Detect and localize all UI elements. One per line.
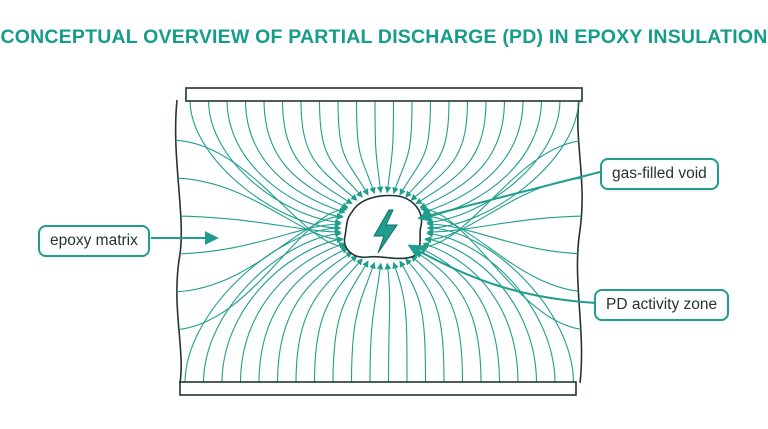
bottom-electrode <box>179 381 577 396</box>
field-line <box>313 258 363 383</box>
field-line <box>189 100 342 232</box>
slab-right-edge <box>576 99 583 384</box>
field-line <box>422 242 519 383</box>
field-line <box>332 260 369 383</box>
field-line <box>426 215 583 236</box>
field-line <box>420 139 583 251</box>
electric-field-lines <box>175 100 583 383</box>
field-line <box>207 100 342 226</box>
field-line <box>384 262 392 383</box>
field-line <box>384 100 395 194</box>
field-line <box>175 205 348 331</box>
field-line <box>405 258 445 383</box>
field-line <box>405 100 450 198</box>
field-line <box>202 230 342 383</box>
callout-arrows <box>151 171 601 304</box>
gas-filled-void <box>343 194 423 260</box>
field-line <box>399 260 427 383</box>
epoxy-slab <box>174 99 583 384</box>
gas-filled-void-label: gas-filled void <box>600 158 719 190</box>
field-line <box>410 100 469 201</box>
field-line <box>355 100 376 195</box>
field-line <box>281 100 353 205</box>
field-line <box>244 100 346 214</box>
field-line <box>175 139 348 251</box>
field-line <box>374 100 384 194</box>
field-line <box>415 251 482 383</box>
field-line <box>184 224 342 383</box>
arrow-gas-filled-void <box>417 171 601 223</box>
field-line <box>239 242 346 383</box>
field-line <box>221 236 344 383</box>
field-line <box>392 261 408 383</box>
field-line <box>276 251 353 383</box>
field-line <box>175 177 344 243</box>
field-line <box>426 100 580 232</box>
field-line <box>226 100 344 220</box>
slab-left-edge <box>174 99 183 384</box>
field-line <box>422 100 524 214</box>
field-line <box>426 224 575 383</box>
field-line <box>419 247 501 383</box>
page-title: CONCEPTUAL OVERVIEW OF PARTIAL DISCHARGE… <box>0 26 768 48</box>
field-line <box>419 100 506 209</box>
pd-activity-zone-label: PD activity zone <box>594 289 730 321</box>
field-line <box>426 220 583 255</box>
field-line <box>424 213 583 293</box>
field-line <box>426 230 556 383</box>
field-line <box>258 247 349 383</box>
lightning-bolt-icon <box>373 209 398 254</box>
field-line <box>410 255 464 383</box>
field-line <box>420 205 583 331</box>
top-electrode <box>185 87 583 102</box>
field-line <box>175 220 342 255</box>
field-line <box>399 100 432 196</box>
field-line <box>300 100 358 201</box>
field-line <box>350 261 376 383</box>
field-line <box>369 262 384 383</box>
field-line <box>337 100 369 196</box>
field-line <box>175 215 342 236</box>
field-line <box>263 100 349 209</box>
field-line <box>426 100 561 226</box>
field-line <box>415 100 487 205</box>
field-line <box>295 255 358 383</box>
arrow-pd-activity-zone <box>407 244 597 304</box>
field-line <box>175 213 344 293</box>
field-line <box>424 100 543 220</box>
field-line <box>392 100 413 195</box>
field-line <box>318 100 363 198</box>
epoxy-matrix-label: epoxy matrix <box>38 225 150 257</box>
